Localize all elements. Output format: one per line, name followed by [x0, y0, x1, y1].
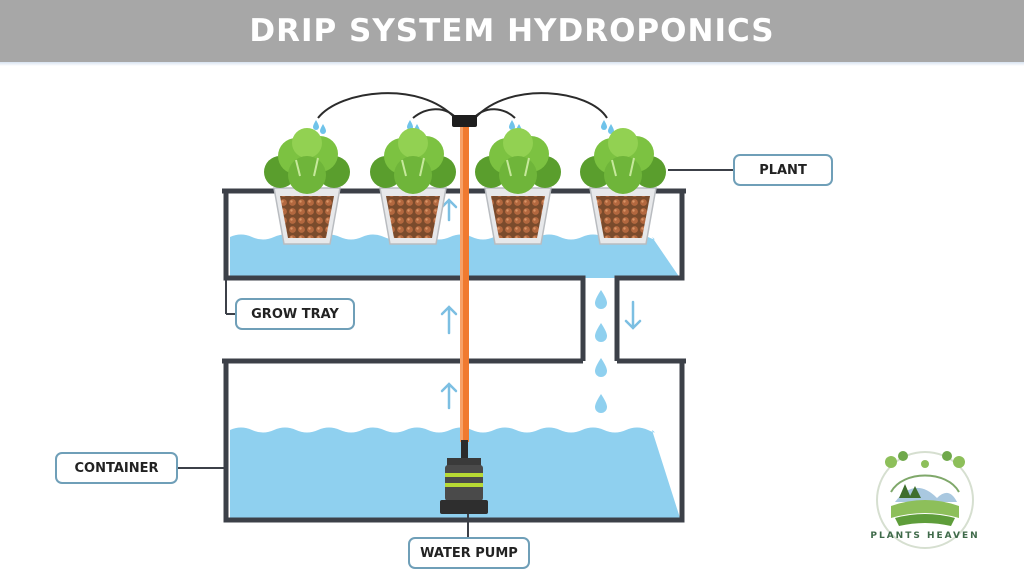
water-drop [595, 323, 607, 342]
water-drop [407, 120, 413, 130]
drip-line [474, 92, 608, 119]
arrow-up-icon [440, 382, 458, 410]
drain-drops [595, 290, 607, 413]
drip-line [317, 92, 456, 119]
container-wall [222, 358, 686, 523]
water-drop [595, 358, 607, 377]
flow-arrows [440, 198, 642, 410]
net-pot [379, 187, 447, 245]
lettuce-plant [475, 128, 561, 194]
lettuce-plant [370, 128, 456, 194]
water-drop [595, 394, 607, 413]
grow-tray-water [230, 234, 680, 278]
water-pump-label: WATER PUMP [408, 537, 530, 569]
title-banner-shadow [0, 62, 1024, 66]
logo-text: PLANTS HEAVEN [870, 531, 979, 541]
container-label: CONTAINER [55, 452, 178, 484]
arrow-down-icon [624, 300, 642, 330]
grow-tray-label: GROW TRAY [235, 298, 355, 330]
lettuce-plant [264, 128, 350, 194]
net-pot [484, 187, 552, 245]
plants-heaven-logo: PLANTS HEAVEN [870, 451, 979, 549]
supply-pipe [452, 115, 477, 460]
leader-lines [178, 169, 733, 537]
water-drop [601, 120, 607, 130]
water-drop [595, 290, 607, 309]
plant-label: PLANT [733, 154, 833, 186]
title-banner [0, 0, 1024, 62]
net-pot [273, 187, 341, 245]
plants [264, 128, 666, 194]
net-pot [589, 187, 657, 245]
water-drop [509, 120, 515, 130]
arrow-up-icon [440, 305, 458, 335]
lettuce-plant [580, 128, 666, 194]
drip-line [412, 108, 459, 121]
grow-tray-leader-line [225, 278, 235, 315]
water-drop [320, 124, 326, 134]
page-title: DRIP SYSTEM HYDROPONICS [249, 13, 775, 49]
water-drop [313, 120, 319, 130]
drip-manifold [452, 115, 477, 127]
water-drop [608, 124, 614, 134]
net-pots [273, 187, 657, 245]
arrow-up-icon [440, 198, 458, 222]
water-pump [440, 458, 488, 514]
